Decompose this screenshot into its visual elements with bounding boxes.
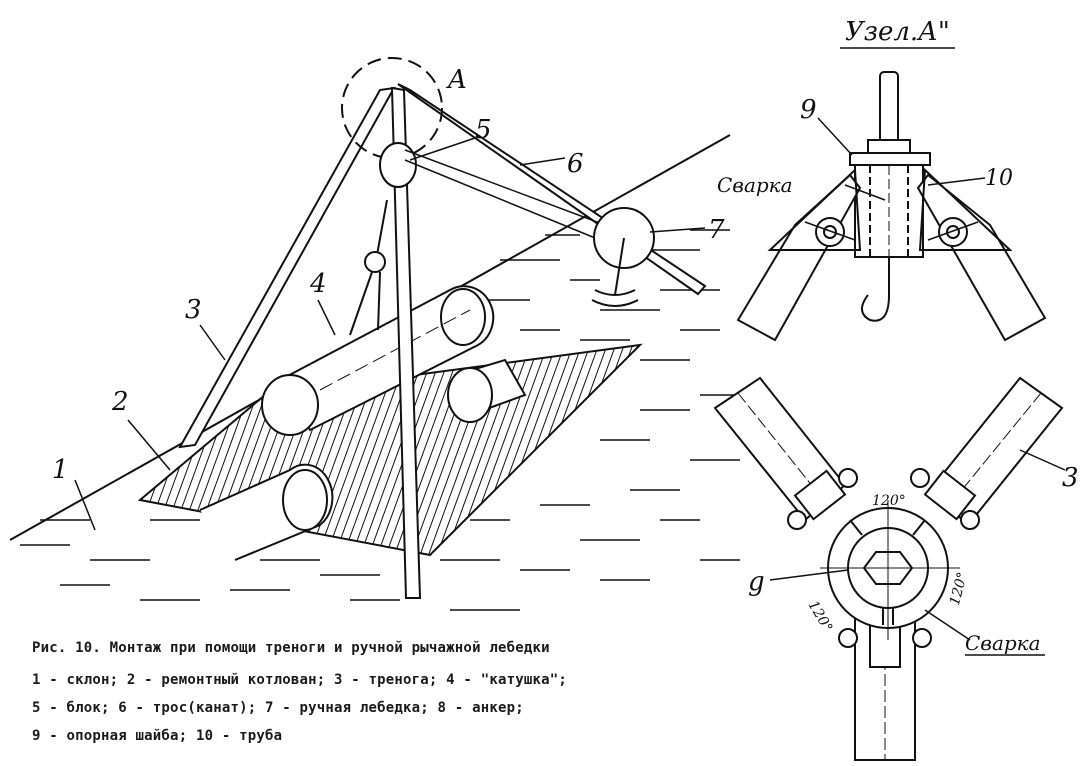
plan-view-detail: 120° 120° 120° g 3 Сварка (713, 376, 1079, 761)
detail-A-circle (341, 57, 443, 159)
coil-katushka (261, 285, 495, 436)
node-label-9: 9 (800, 95, 817, 125)
angle-label-right: 120° (947, 570, 971, 607)
legend-line-3: 9 - опорная шайба; 10 - труба (32, 728, 283, 744)
angle-label-left: 120° (805, 598, 836, 635)
label-3: 3 (185, 295, 202, 325)
legend-line-2: 5 - блок; 6 - трос(канат); 7 - ручная ле… (32, 700, 524, 716)
pipe-in-pit (199, 463, 334, 561)
label-7: 7 (708, 215, 725, 245)
label-A: A (446, 65, 467, 95)
bottom-welding-label: Сварка (965, 631, 1041, 655)
hand-winch (591, 207, 655, 307)
angle-label-top: 120° (872, 493, 906, 509)
figure-caption-title: Рис. 10. Монтаж при помощи треноги и руч… (32, 640, 550, 656)
bottom-label-3: 3 (1062, 463, 1079, 493)
node-title: Узел.А" (845, 17, 950, 47)
hook-chain (349, 199, 388, 336)
label-6: 6 (567, 149, 584, 179)
rope (404, 149, 606, 241)
bottom-label-9: g (748, 567, 765, 597)
label-5: 5 (475, 115, 492, 145)
pulley-block (379, 142, 417, 188)
label-2: 2 (111, 387, 129, 417)
node-welding-label: Сварка (717, 173, 793, 197)
legend-line-1: 1 - склон; 2 - ремонтный котлован; 3 - т… (32, 672, 567, 688)
label-1: 1 (52, 455, 69, 485)
pipe-right-end (447, 358, 527, 423)
label-4: 4 (309, 269, 327, 299)
leader-lines (74, 137, 706, 531)
node-label-10: 10 (985, 166, 1013, 191)
node-A-detail: Узел.А" 9 10 Сварка (717, 17, 1047, 342)
